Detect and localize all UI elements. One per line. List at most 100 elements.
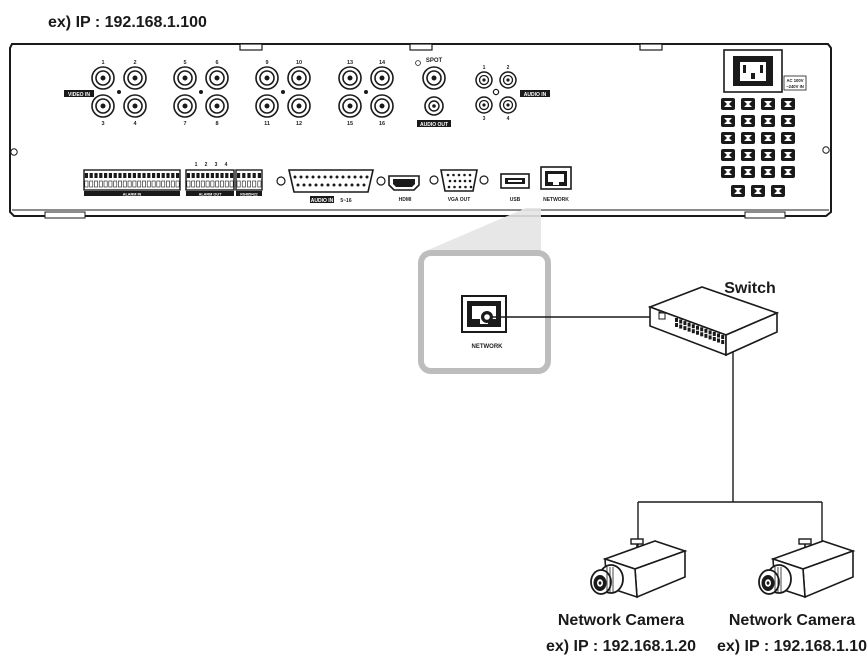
vent-slot <box>781 149 795 161</box>
video-in-bnc-port[interactable] <box>205 66 229 90</box>
video-channel-number: 3 <box>101 121 104 127</box>
vent-slot <box>781 98 795 110</box>
audio-channel-number: 2 <box>507 65 510 71</box>
video-in-bnc-port[interactable] <box>173 94 197 118</box>
vent-slot <box>761 115 775 127</box>
video-in-bnc-port[interactable] <box>287 66 311 90</box>
vent-slot <box>741 98 755 110</box>
audio-in-label: AUDIO IN <box>524 92 547 98</box>
audio-in-port-label: AUDIO IN <box>311 198 334 204</box>
video-in-bnc-port[interactable] <box>205 94 229 118</box>
video-channel-number: 16 <box>379 121 385 127</box>
usb-label: USB <box>510 197 521 203</box>
alarm-out-number: 4 <box>225 162 228 168</box>
video-channel-number: 13 <box>347 60 353 66</box>
video-channel-number: 4 <box>133 121 137 127</box>
vent-slot <box>721 149 735 161</box>
video-in-bnc-port[interactable] <box>287 94 311 118</box>
network-port-enlarged[interactable] <box>461 295 507 333</box>
audio-channel-number: 1 <box>483 65 486 71</box>
video-in-bnc-port[interactable] <box>255 94 279 118</box>
vent-slot <box>781 132 795 144</box>
vent-slot <box>741 132 755 144</box>
video-in-bnc-port[interactable] <box>123 66 147 90</box>
vent-slot <box>721 132 735 144</box>
vent-slot <box>721 115 735 127</box>
switch-label: Switch <box>724 280 776 297</box>
alarm-out-terminal-block[interactable] <box>185 169 235 191</box>
alarm-out-number: 3 <box>215 162 218 168</box>
video-in-bnc-port[interactable] <box>91 94 115 118</box>
audio-in-dsub-connector[interactable] <box>276 169 386 193</box>
video-in-bnc-port[interactable] <box>338 66 362 90</box>
alarm-in-terminal-block[interactable] <box>83 169 181 191</box>
video-in-bnc-port[interactable] <box>338 94 362 118</box>
vent-slot <box>721 166 735 178</box>
dvr-ip-label: ex) IP : 192.168.1.100 <box>48 14 207 31</box>
audio-channel-number: 4 <box>507 116 510 122</box>
alarm-out-number: 2 <box>205 162 208 168</box>
screw-icon <box>10 148 18 156</box>
hdmi-port[interactable] <box>388 175 420 191</box>
spot-bnc-port[interactable] <box>422 66 446 90</box>
video-channel-number: 12 <box>296 121 302 127</box>
vga-port[interactable] <box>429 169 489 192</box>
alarm-in-label: ALARM IN <box>123 193 142 197</box>
network-cables <box>493 316 823 555</box>
network-camera-left <box>590 538 688 599</box>
network-label: NETWORK <box>543 197 569 203</box>
camera-right-ip: ex) IP : 192.168.1.10 <box>717 638 867 655</box>
network-switch <box>647 286 780 357</box>
video-in-bnc-port[interactable] <box>173 66 197 90</box>
video-in-bnc-port[interactable] <box>255 66 279 90</box>
vent-slot <box>771 185 785 197</box>
audio-channel-number: 3 <box>483 116 486 122</box>
vent-slot <box>761 166 775 178</box>
video-channel-number: 8 <box>215 121 218 127</box>
audio-in-rca-port[interactable] <box>499 71 517 89</box>
video-in-bnc-port[interactable] <box>370 66 394 90</box>
vent-slot <box>781 115 795 127</box>
network-camera-right <box>758 538 856 599</box>
network-port-zoom-callout: NETWORK <box>418 208 551 374</box>
fan-vent-grid <box>721 98 795 197</box>
vent-slot <box>761 132 775 144</box>
network-port[interactable] <box>540 166 572 190</box>
video-channel-number: 2 <box>133 60 136 66</box>
vent-slot <box>761 149 775 161</box>
audio-in-range-label: 5~16 <box>340 198 351 204</box>
video-channel-number: 14 <box>379 60 386 66</box>
video-channel-number: 9 <box>265 60 268 66</box>
video-in-bnc-port[interactable] <box>123 94 147 118</box>
alarm-out-number: 1 <box>195 162 198 168</box>
video-channel-number: 10 <box>296 60 302 66</box>
audio-in-rca-ports: 1 2 3 4 <box>475 65 517 122</box>
vent-slot <box>741 149 755 161</box>
video-in-label: VIDEO IN <box>68 92 90 98</box>
rs485-terminal-block[interactable] <box>235 169 263 191</box>
audio-out-label: AUDIO OUT <box>420 122 448 128</box>
vent-slot <box>741 166 755 178</box>
vent-slot <box>751 185 765 197</box>
camera-right-title: Network Camera <box>729 612 855 629</box>
power-rating-line2: ~240V IN <box>786 84 804 89</box>
power-inlet[interactable] <box>723 49 783 93</box>
vent-slot <box>721 98 735 110</box>
camera-left-ip: ex) IP : 192.168.1.20 <box>546 638 696 655</box>
power-rating-line1: AC 100V <box>787 78 804 83</box>
video-channel-number: 1 <box>101 60 104 66</box>
video-in-bnc-port[interactable] <box>370 94 394 118</box>
zoom-network-label: NETWORK <box>472 344 504 350</box>
audio-in-rca-port[interactable] <box>475 71 493 89</box>
screw-icon <box>822 146 830 154</box>
video-channel-number: 15 <box>347 121 353 127</box>
alarm-out-label: ALARM OUT <box>199 193 222 197</box>
video-in-bnc-port[interactable] <box>91 66 115 90</box>
usb-port[interactable] <box>500 173 530 189</box>
audio-in-rca-port[interactable] <box>499 96 517 114</box>
audio-in-rca-port[interactable] <box>475 96 493 114</box>
video-channel-number: 6 <box>215 60 218 66</box>
audio-out-rca-port[interactable] <box>424 96 444 116</box>
